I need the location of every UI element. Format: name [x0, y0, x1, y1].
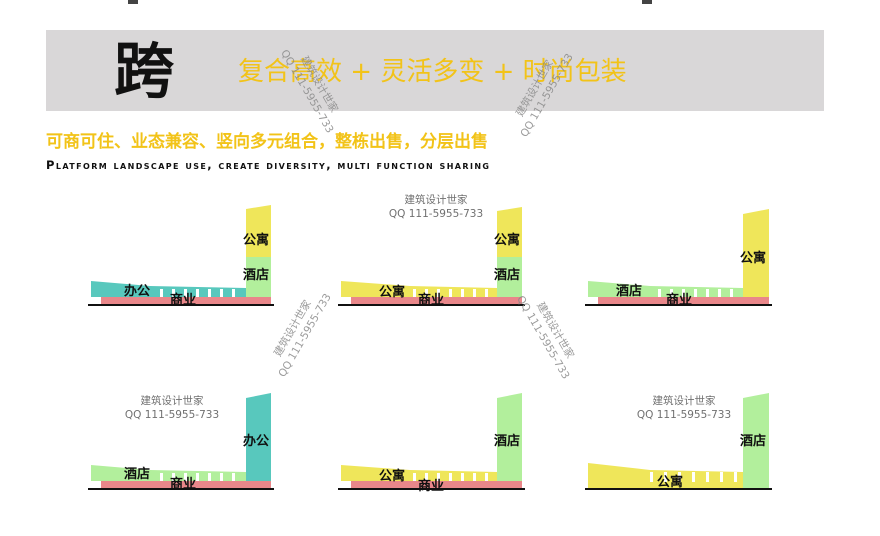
watermark-line1: 建筑设计世家 — [652, 395, 716, 407]
watermark-line2: QQ 111-5955-733 — [636, 409, 732, 421]
watermark-line1: 建筑设计世家 — [404, 194, 468, 206]
label-hotel: 酒店 — [740, 433, 766, 449]
label-apartment: 公寓 — [740, 250, 766, 266]
podium-block — [341, 281, 497, 297]
diagram-6: 公寓 酒店 — [585, 393, 772, 490]
tower-top-block — [246, 209, 271, 257]
label-commercial: 商业 — [170, 292, 196, 308]
label-hotel: 酒店 — [494, 267, 520, 283]
podium-windows — [413, 473, 488, 481]
commercial-base — [101, 481, 271, 488]
podium-windows — [160, 473, 235, 481]
diagram-1: 办公 商业 公寓 酒店 — [88, 205, 274, 308]
podium-block — [91, 465, 246, 481]
tower-roof — [246, 205, 271, 215]
podium-block — [91, 281, 246, 297]
label-hotel: 酒店 — [243, 267, 269, 283]
tower-top-block — [497, 211, 522, 257]
podium-windows — [160, 289, 235, 297]
tower-block — [743, 393, 769, 488]
watermark-bottom-right: 建筑设计世家 QQ 111-5955-733 — [624, 394, 744, 422]
label-hotel: 酒店 — [616, 283, 642, 299]
label-apartment: 公寓 — [243, 232, 269, 248]
subtitle-chinese: 可商可住、业态兼容、竖向多元组合，整栋出售，分层出售 — [46, 132, 488, 152]
commercial-base — [351, 481, 522, 488]
tower-block — [497, 393, 522, 481]
diagram-5: 公寓 商业 酒店 — [338, 393, 525, 494]
commercial-base — [351, 297, 522, 304]
slogan: 复合高效 + 灵活多变 + 时尚包装 — [238, 57, 627, 87]
watermark-line2: QQ 111-5955-733 — [388, 208, 484, 220]
top-edge-mark-left — [128, 0, 138, 4]
diagram-4: 酒店 商业 办公 — [88, 393, 274, 492]
label-apartment: 公寓 — [657, 474, 683, 490]
label-office: 办公 — [243, 433, 269, 449]
label-hotel: 酒店 — [124, 466, 150, 482]
label-commercial: 商业 — [418, 292, 444, 308]
label-hotel: 酒店 — [494, 433, 520, 449]
watermark-line2: QQ 111-5955-733 — [124, 409, 220, 421]
tower-roof — [497, 207, 522, 215]
tower-block — [743, 209, 769, 297]
ground-line — [88, 488, 274, 490]
label-commercial: 商业 — [418, 478, 444, 494]
top-edge-mark-right — [642, 0, 652, 4]
label-apartment-podium: 公寓 — [379, 284, 405, 300]
label-office: 办公 — [124, 283, 150, 299]
podium-windows — [650, 472, 737, 482]
ground-line — [338, 488, 525, 490]
watermark-bottom-left: 建筑设计世家 QQ 111-5955-733 — [112, 394, 232, 422]
diagram-2: 公寓 商业 公寓 酒店 — [338, 207, 525, 308]
subtitle-english: Platform landscape use, create diversity… — [46, 158, 491, 172]
ground-line — [585, 304, 772, 306]
title-banner — [46, 30, 824, 111]
podium-block — [341, 465, 497, 481]
diagram-3: 酒店 商业 公寓 — [585, 209, 772, 308]
tower-mid-block — [497, 257, 522, 297]
ground-line — [585, 488, 772, 490]
podium-block — [588, 281, 743, 297]
ground-line — [88, 304, 274, 306]
commercial-base — [101, 297, 271, 304]
label-apartment: 公寓 — [379, 468, 405, 484]
podium-windows — [658, 289, 733, 297]
label-apartment-tower: 公寓 — [494, 232, 520, 248]
podium-windows — [413, 289, 488, 297]
tower-mid-block — [246, 257, 271, 297]
label-commercial: 商业 — [666, 292, 692, 308]
commercial-base — [598, 297, 769, 304]
watermark-line1: 建筑设计世家 — [140, 395, 204, 407]
ground-line — [338, 304, 525, 306]
label-commercial: 商业 — [170, 476, 196, 492]
tower-block — [246, 393, 271, 481]
watermark-top-center: 建筑设计世家 QQ 111-5955-733 — [376, 193, 496, 221]
title-character: 跨 — [114, 37, 174, 107]
